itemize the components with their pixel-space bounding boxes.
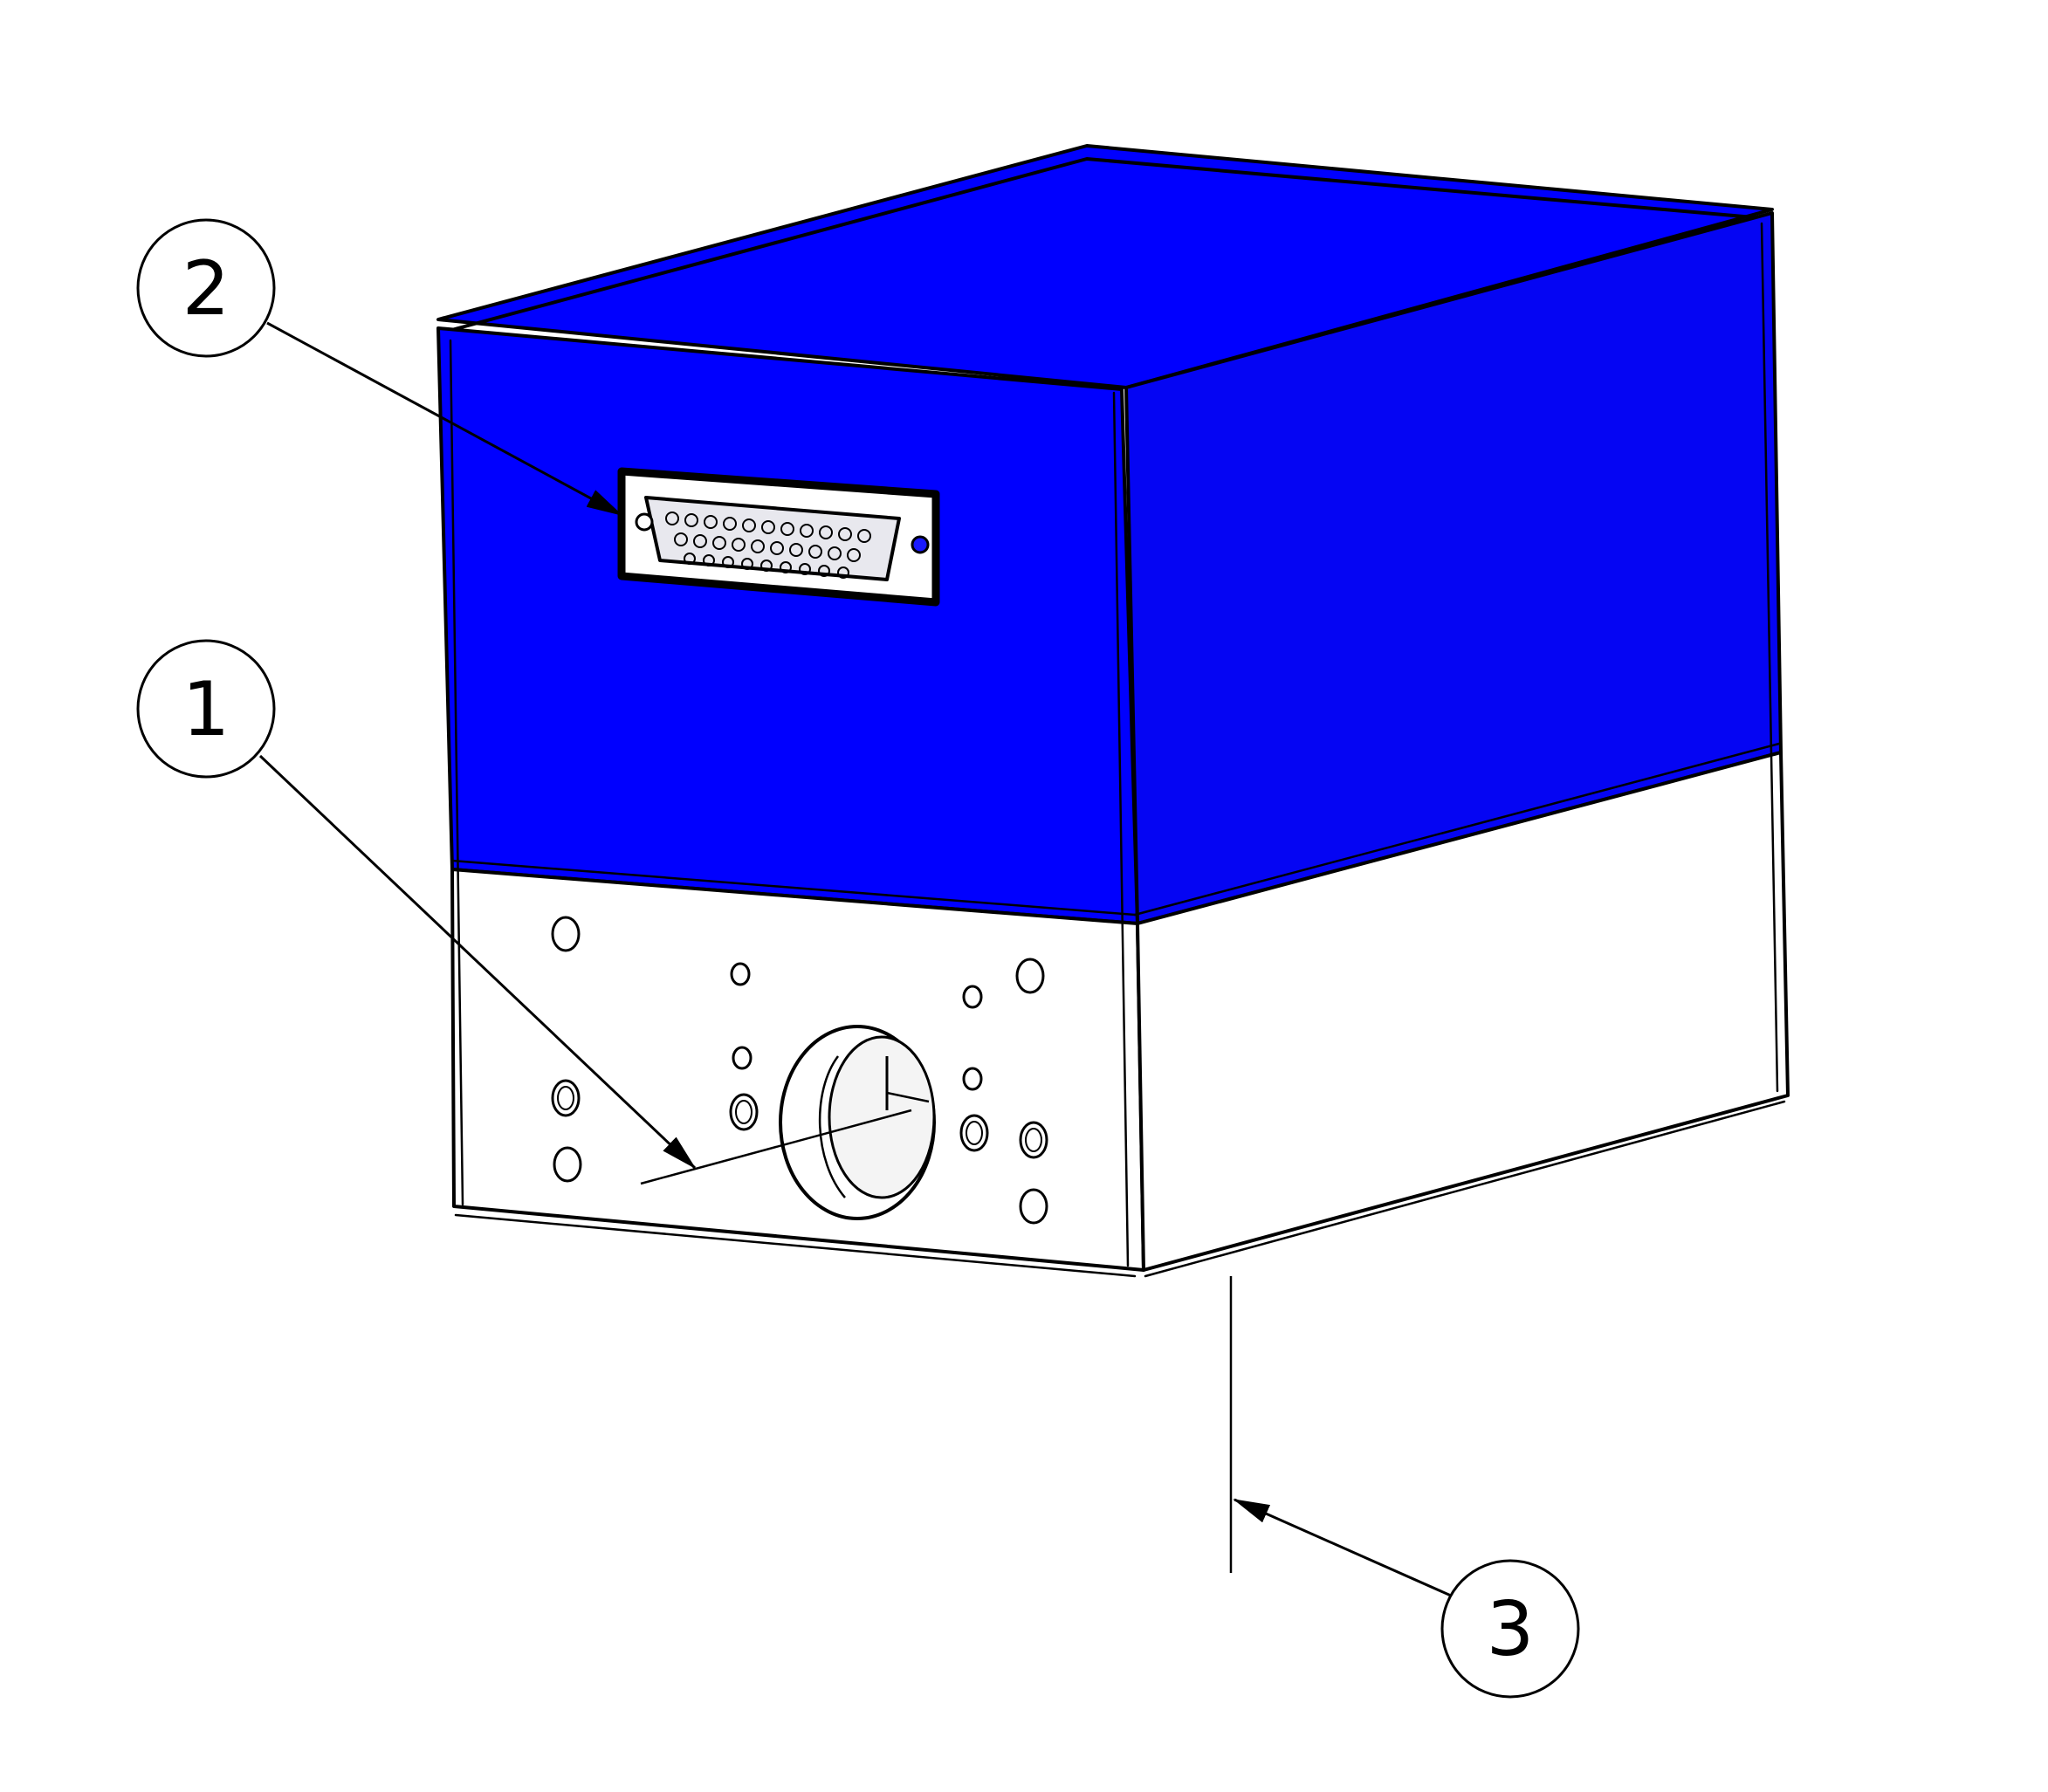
housing-top-face: [436, 144, 1774, 389]
leader-lines: [258, 321, 1452, 1597]
central-port-slot: [886, 1091, 930, 1103]
callout-balloon-1[interactable]: 1: [136, 639, 276, 779]
housing: [436, 144, 1790, 1278]
balloon-circle: [1440, 1559, 1580, 1699]
lid-seam-front: [450, 859, 1137, 917]
mount-hole: [962, 985, 983, 1009]
base-plate-right: [1136, 751, 1790, 1272]
central-port: [779, 1025, 936, 1220]
housing-corner-edge: [1112, 391, 1130, 1267]
housing-right-edge-inner: [1760, 222, 1779, 1093]
leader-line-1-extension: [640, 1109, 912, 1185]
base-plate-holes: [551, 916, 1048, 1225]
leader-line-2: [266, 321, 623, 517]
mount-hole: [551, 1079, 581, 1117]
mount-hole: [730, 962, 751, 986]
mount-hole: [729, 1093, 759, 1131]
housing-front-face-blue: [436, 326, 1139, 925]
balloon-label: 3: [1487, 1586, 1535, 1673]
connector-screw-left: [635, 512, 654, 532]
base-bottom-edge-front: [454, 1213, 1137, 1278]
mount-hole: [1019, 1188, 1048, 1225]
mount-hole: [551, 916, 581, 952]
base-plate-hole-counterbores: [557, 1086, 1042, 1152]
leader-line-1: [258, 754, 697, 1170]
central-port-groove: [818, 1055, 846, 1198]
base-bottom-edge-right: [1144, 1100, 1786, 1278]
connector-screw-right: [911, 535, 930, 554]
lid-seam-right: [1133, 742, 1781, 917]
leader-line-3: [1233, 1498, 1452, 1597]
housing-left-edge-inner: [449, 339, 464, 1206]
balloon-label: 1: [182, 666, 230, 753]
mount-hole: [1019, 1121, 1048, 1159]
housing-top-rim: [443, 157, 1765, 333]
d-sub-connector: [617, 467, 940, 607]
mount-hole: [1015, 958, 1045, 994]
callout-balloon-3[interactable]: 3: [1440, 1559, 1580, 1699]
callout-balloon-2[interactable]: 2: [136, 218, 276, 358]
balloon-circle: [136, 218, 276, 358]
mount-hole: [732, 1046, 753, 1070]
balloon-circle: [136, 639, 276, 779]
mount-hole: [959, 1114, 989, 1152]
balloon-label: 2: [182, 245, 230, 333]
mount-hole: [553, 1146, 582, 1183]
mount-hole: [962, 1067, 983, 1091]
connector-pins: [665, 512, 871, 579]
